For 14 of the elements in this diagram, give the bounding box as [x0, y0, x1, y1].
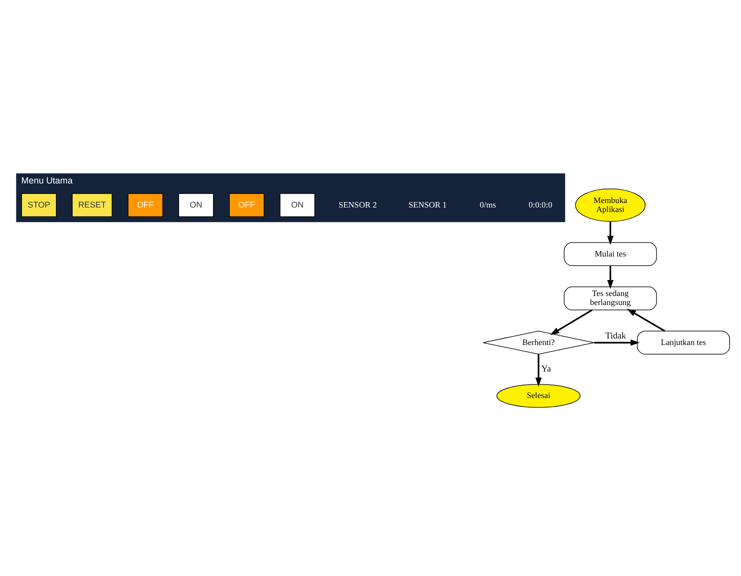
node-box: OFF [128, 193, 164, 217]
node-box: OFF [229, 193, 264, 217]
node-box: ON [280, 193, 316, 217]
arrow [594, 340, 640, 346]
node-box: RESET [72, 193, 112, 217]
arrow [626, 308, 666, 332]
node-box: STOP [21, 193, 57, 217]
arrow [535, 354, 542, 387]
arrow [607, 266, 614, 290]
edge-label: Ya [541, 364, 552, 374]
node-box: ON [178, 193, 214, 217]
edge-label: Tidak [605, 330, 626, 340]
arrow [550, 309, 592, 336]
arrow [607, 222, 614, 245]
